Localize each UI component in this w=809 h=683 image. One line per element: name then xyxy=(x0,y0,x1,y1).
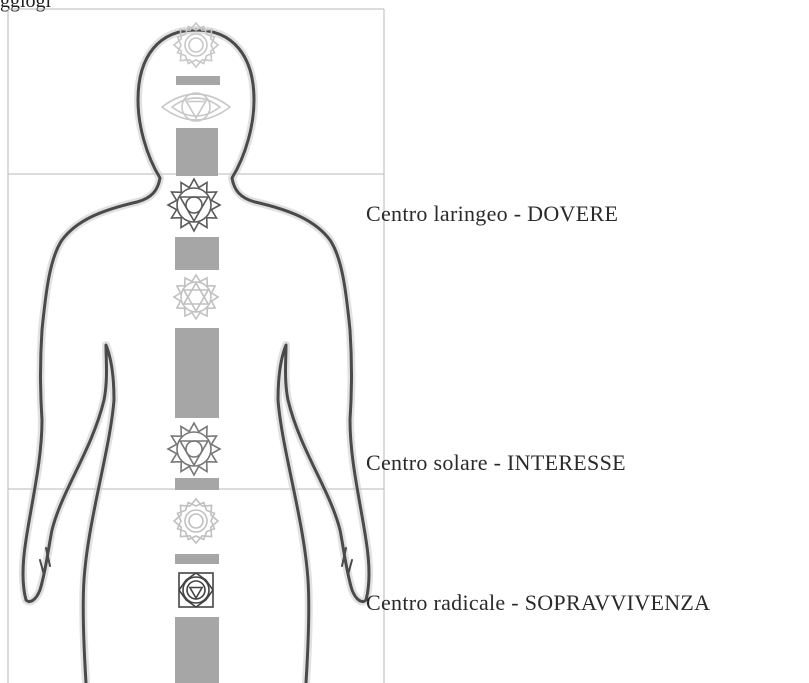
spine-bar-2 xyxy=(176,128,218,176)
spine-bar-5 xyxy=(175,478,219,490)
chakra-layer xyxy=(160,21,232,608)
spine-bar-3 xyxy=(175,237,219,270)
root-chakra-icon xyxy=(178,572,214,608)
spine-bars xyxy=(175,76,220,683)
heart-chakra-icon xyxy=(172,273,220,321)
label-centro-radicale: Centro radicale - SOPRAVVIVENZA xyxy=(366,590,711,615)
label-centro-laringeo: Centro laringeo - DOVERE xyxy=(366,201,619,226)
spine-bar-4 xyxy=(175,328,219,418)
spine-bar-6 xyxy=(175,554,219,564)
solar-plexus-chakra-icon xyxy=(166,421,222,477)
sacral-chakra-icon xyxy=(172,497,220,545)
third-eye-chakra-icon xyxy=(160,92,232,122)
header-text: ggiogi xyxy=(0,0,52,12)
crown-chakra-icon xyxy=(172,21,220,69)
spine-bar-7 xyxy=(175,617,219,683)
body-outline-line xyxy=(21,28,371,683)
throat-chakra-icon xyxy=(166,177,222,233)
label-centro-solare: Centro solare - INTERESSE xyxy=(366,450,626,475)
right-hand-detail xyxy=(341,547,353,576)
left-hand-detail xyxy=(39,547,51,576)
spine-bar-1 xyxy=(176,76,220,85)
body-silhouette xyxy=(19,26,373,683)
